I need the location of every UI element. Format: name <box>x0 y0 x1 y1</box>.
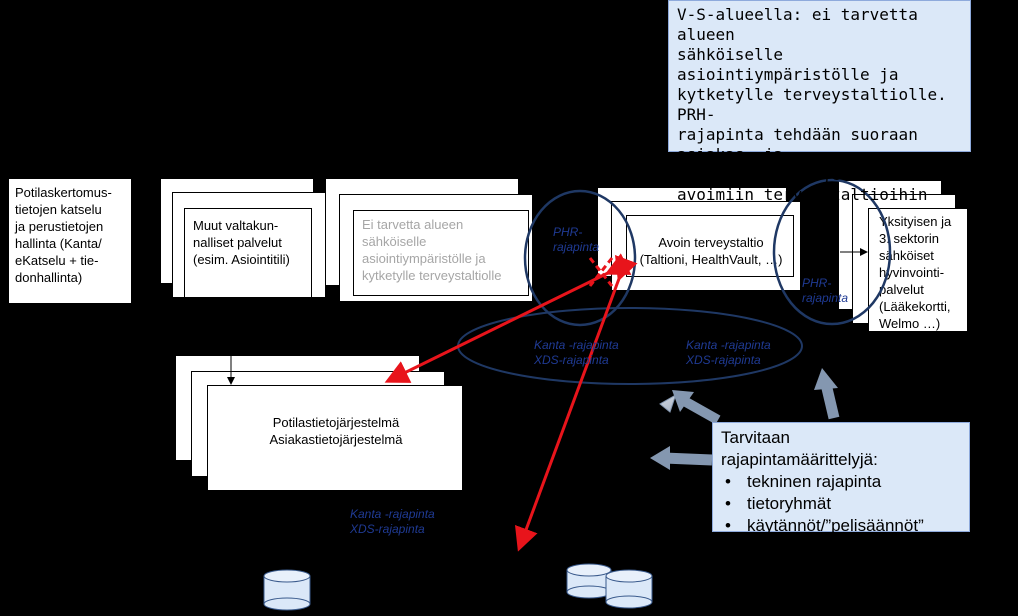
national-services-box: Muut valtakun- nalliset palvelut (esim. … <box>184 208 312 298</box>
open-health-box: Avoin terveystaltio (Taltioni, HealthVau… <box>626 215 794 277</box>
open-health-text: Avoin terveystaltio (Taltioni, HealthVau… <box>639 235 783 267</box>
red-cross-a <box>588 257 614 287</box>
requirements-title: Tarvitaan rajapintamäärittelyjä: <box>721 428 878 469</box>
phr-label-right: PHR- rajapinta <box>802 276 849 305</box>
patient-record-box: Potilaskertomus- tietojen katselu ja per… <box>8 178 132 304</box>
private-sector-text: Yksityisen ja 3. sektorin sähköiset hyvi… <box>879 214 952 331</box>
kanta-label-3: Kanta -rajapinta XDS-rajapinta <box>350 507 435 536</box>
phr-label-left: PHR- rajapinta <box>553 225 600 254</box>
kanta-label-1: Kanta -rajapinta XDS-rajapinta <box>534 338 619 367</box>
red-arrow-db <box>514 254 638 552</box>
national-services-text: Muut valtakun- nalliset palvelut (esim. … <box>193 218 290 267</box>
requirement-item: tietoryhmät <box>721 493 961 515</box>
his-box: Potilastietojärjestelmä Asiakastietojärj… <box>207 385 463 491</box>
private-sector-box: Yksityisen ja 3. sektorin sähköiset hyvi… <box>868 208 968 332</box>
database-icon <box>263 569 311 611</box>
his-text-line1: Potilastietojärjestelmä <box>272 415 400 430</box>
region-note-callout: V-S-alueella: ei tarvetta alueen sähköis… <box>668 0 971 204</box>
grey-arrow-2 <box>650 446 713 470</box>
grey-arrow-3 <box>814 368 840 420</box>
grey-arrow-1 <box>659 390 721 425</box>
patient-record-text: Potilaskertomus- tietojen katselu ja per… <box>15 185 112 285</box>
his-text-line2: Asiakastietojärjestelmä <box>269 432 403 447</box>
requirements-list: tekninen rajapinta tietoryhmät käytännöt… <box>721 471 961 537</box>
requirement-item: tekninen rajapinta <box>721 471 961 493</box>
region-note-text: V-S-alueella: ei tarvetta alueen sähköis… <box>677 5 947 204</box>
red-cross-b <box>588 257 614 287</box>
database-icon <box>605 569 653 609</box>
requirements-callout: Tarvitaan rajapintamäärittelyjä: teknine… <box>712 422 970 537</box>
kanta-label-2: Kanta -rajapinta XDS-rajapinta <box>686 338 771 367</box>
phr-ellipse-right <box>772 178 892 326</box>
database-icon <box>566 563 612 599</box>
requirement-item: käytännöt/”pelisäännöt” <box>721 515 961 537</box>
